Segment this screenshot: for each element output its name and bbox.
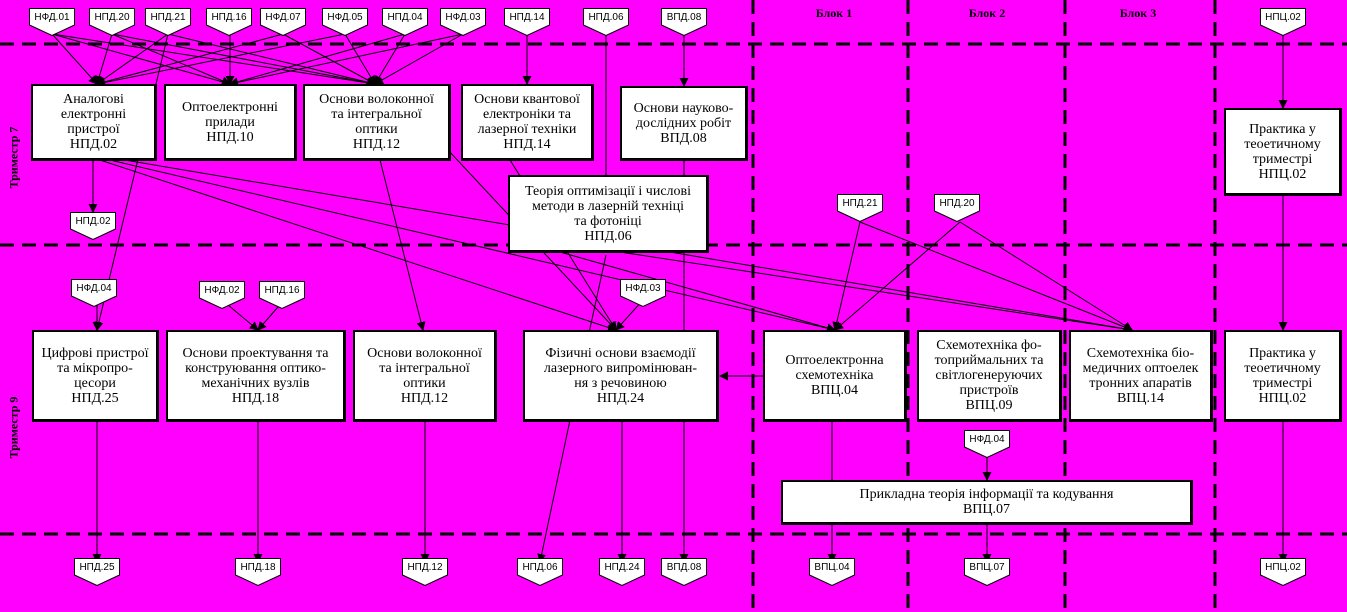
top-tag: НПД.14 [504, 8, 550, 36]
course-box-optomechanical-design: Основи проектування та конструювання опт… [166, 330, 346, 422]
output-tag: НПД.12 [402, 558, 448, 586]
course-box-laser-physics: Фізичні основи взаємодії лазерного випро… [523, 330, 719, 422]
output-tag: ВПЦ.07 [964, 558, 1010, 586]
block-3-header: Блок 3 [1119, 6, 1157, 20]
course-box-quantum-electronics: Основи квантової електроніки та лазерної… [461, 84, 594, 161]
top-tag: НПД.06 [583, 8, 629, 36]
course-box-biomedical-circuits: Схемотехніка біо- медичних оптоелек трон… [1069, 330, 1213, 422]
course-box-fiber-optics-t7: Основи волоконної та інтегральної оптики… [303, 84, 451, 161]
output-tag: НПД.24 [599, 558, 645, 586]
output-tag: НПД.18 [235, 558, 281, 586]
course-box-optoelectronic-devices: Оптоелектронні прилади НПД.10 [164, 84, 297, 161]
mid-tag: НФД.04 [964, 430, 1010, 458]
top-tag: НПД.04 [382, 8, 428, 36]
top-tag: НФД.03 [440, 8, 486, 36]
top-tag: ВПД.08 [661, 8, 707, 36]
top-tag: НФД.05 [322, 8, 368, 36]
course-box-photoreceiver-circuits: Схемотехніка фо- топриймальних та світло… [917, 330, 1062, 422]
mid-tag: НПД.20 [934, 194, 980, 222]
course-box-research-basics: Основи науково- дослідних робіт ВПД.08 [620, 86, 748, 161]
output-tag: ВПЦ.04 [809, 558, 855, 586]
output-tag: НПЦ.02 [1260, 558, 1306, 586]
course-box-practice-t7: Практика у теоетичному триместрі НПЦ.02 [1224, 108, 1342, 196]
mid-tag: НПД.21 [837, 194, 883, 222]
mid-tag: НПД.02 [70, 212, 116, 240]
course-box-optoelectronic-circuits: Оптоелектронна схемотехніка ВПЦ.04 [763, 330, 907, 422]
course-box-practice-t9: Практика у теоетичному триместрі НПЦ.02 [1224, 330, 1342, 422]
mid-tag: НПД.16 [259, 281, 305, 309]
top-tag: НПД.20 [89, 8, 135, 36]
output-tag: НПД.25 [74, 558, 120, 586]
top-tag: НПД.21 [145, 8, 191, 36]
mid-tag: НФД.04 [71, 279, 117, 307]
trimester-7-label: Триместр 7 [6, 126, 21, 189]
course-box-fiber-optics-t9: Основи волоконної та інтегральної оптики… [353, 330, 497, 422]
block-2-header: Блок 2 [968, 6, 1006, 20]
trimester-9-label: Триместр 9 [6, 396, 21, 459]
top-tag: НПД.16 [206, 8, 252, 36]
block-1-header: Блок 1 [815, 6, 853, 20]
course-box-digital-devices: Цифрові пристрої та мікропро- цесори НПД… [32, 330, 159, 422]
prerequisite-arrows [51, 33, 1288, 563]
mid-tag: НФД.03 [620, 279, 666, 307]
top-tag: НФД.07 [260, 8, 306, 36]
course-box-information-theory: Прикладна теорія інформації та кодування… [781, 480, 1193, 525]
course-box-optimization-theory: Теорія оптимізації і числові методи в ла… [508, 175, 709, 253]
output-tag: ВПД.08 [661, 558, 707, 586]
mid-tag: НФД.02 [199, 281, 245, 309]
top-tag: НПЦ.02 [1260, 8, 1306, 36]
course-box-analog-devices: Аналогові електронні пристрої НПД.02 [31, 84, 157, 161]
top-tag: НФД.01 [29, 8, 75, 36]
output-tag: НПД.06 [517, 558, 563, 586]
